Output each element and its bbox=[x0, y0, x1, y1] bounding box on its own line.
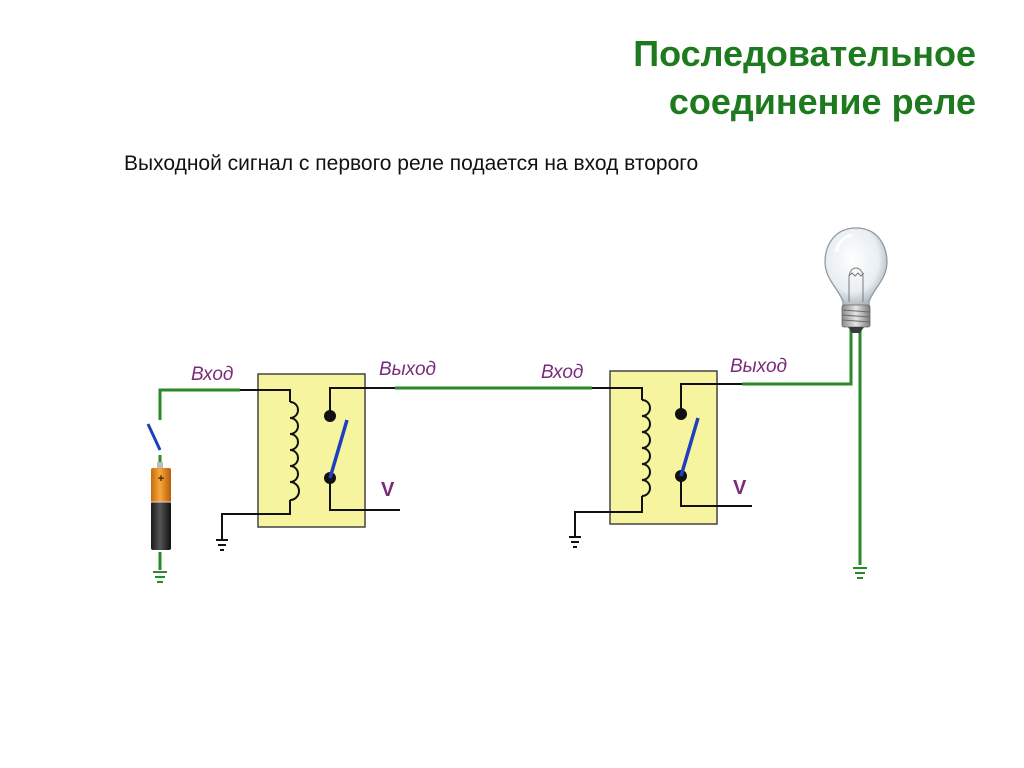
relay-1-coil-top-wire bbox=[240, 389, 291, 402]
relay-2: Вход Выход V bbox=[541, 356, 787, 548]
relay-1-coil bbox=[289, 401, 300, 501]
relay-2-switch-blade bbox=[679, 417, 700, 477]
relay-1-body bbox=[257, 373, 366, 528]
slide-subtitle: Выходной сигнал с первого реле подается … bbox=[124, 152, 699, 175]
ground-icon-battery bbox=[153, 571, 167, 583]
relay-2-v-wire bbox=[680, 476, 752, 507]
wires bbox=[158, 330, 862, 570]
title-line-2: соединение реле bbox=[668, 81, 976, 122]
relay-1: Вход Выход V bbox=[191, 359, 436, 551]
relay-2-coil-top-wire bbox=[592, 387, 643, 400]
relay-2-coil-bottom-wire bbox=[574, 496, 643, 537]
battery-plus-label: + bbox=[158, 473, 164, 485]
relay-1-output-label: Выход bbox=[379, 359, 436, 380]
ground-icon-lamp bbox=[853, 567, 867, 579]
relay-2-output-wire bbox=[680, 383, 742, 414]
relay-2-v-label: V bbox=[733, 477, 747, 499]
slide-title: Последовательное соединение реле bbox=[376, 30, 976, 126]
wire-output2-to-lamp bbox=[742, 330, 853, 386]
wire-switch-to-input1 bbox=[158, 388, 240, 420]
relay-2-coil bbox=[641, 399, 651, 497]
title-line-1: Последовательное bbox=[633, 33, 976, 74]
relay-1-coil-bottom-wire bbox=[221, 500, 291, 540]
relay-1-v-wire bbox=[329, 478, 400, 511]
battery-icon: + bbox=[151, 462, 171, 550]
relay-2-input-label: Вход bbox=[541, 362, 583, 383]
light-bulb-icon bbox=[824, 227, 888, 333]
ground-icon-relay-1 bbox=[216, 539, 228, 551]
relay-2-output-label: Выход bbox=[730, 356, 787, 377]
relay-2-body bbox=[609, 370, 718, 525]
relay-1-output-wire bbox=[329, 387, 395, 416]
toggle-switch bbox=[146, 423, 162, 451]
ground-icon-relay-2 bbox=[569, 536, 581, 548]
relay-1-v-label: V bbox=[381, 479, 395, 501]
relay-2-contact-top bbox=[675, 408, 687, 420]
relay-1-switch-blade bbox=[328, 419, 349, 479]
relay-1-input-label: Вход bbox=[191, 364, 233, 385]
relay-1-contact-top bbox=[324, 410, 336, 422]
